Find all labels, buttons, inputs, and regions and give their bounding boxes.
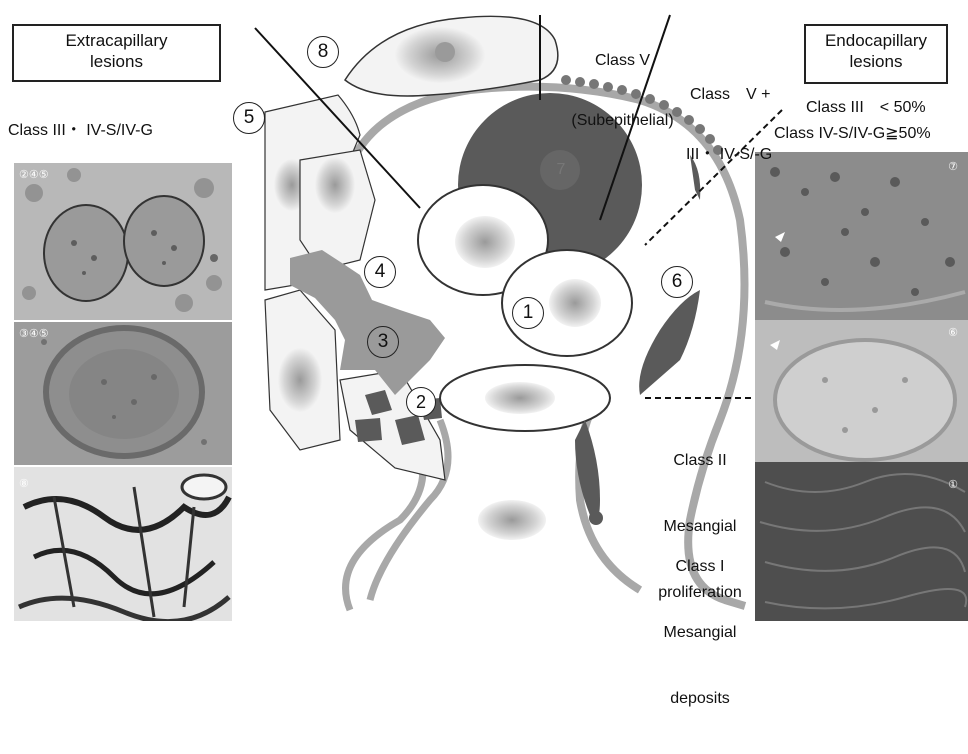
mesangial-nucleus-bottom bbox=[478, 500, 546, 540]
wall-deposit-6 bbox=[639, 290, 700, 395]
class-v-label: Class V (Subepithelial) bbox=[555, 11, 690, 171]
class-i-line2: Mesangial bbox=[640, 622, 760, 644]
marker-5: 5 bbox=[233, 102, 265, 134]
class-i-label: Class I Mesangial deposits bbox=[640, 512, 760, 754]
marker-4: 4 bbox=[364, 256, 396, 288]
glomerulus-schematic bbox=[0, 0, 968, 621]
marker-2: 2 bbox=[406, 387, 436, 417]
class-ii-line1: Class II bbox=[640, 450, 760, 472]
marker-6: 6 bbox=[661, 266, 693, 298]
lupus-nephritis-diagram: Extracapillary lesions Class III・ IV-S/I… bbox=[0, 0, 968, 621]
class-v-line1: Class V bbox=[555, 51, 690, 71]
class-v-combo-label: Class V + III・ IV-S/-G bbox=[686, 45, 772, 205]
class-i-line3: deposits bbox=[640, 688, 760, 710]
class-v-combo-line2: III・ IV-S/-G bbox=[686, 145, 772, 165]
marker-1: 1 bbox=[512, 297, 544, 329]
class-i-line1: Class I bbox=[640, 556, 760, 578]
marker-7: 7 bbox=[548, 157, 574, 183]
mesangial-deposit-dot bbox=[589, 511, 603, 525]
class-v-line2: (Subepithelial) bbox=[555, 111, 690, 131]
marker-3: 3 bbox=[367, 326, 399, 358]
marker-8: 8 bbox=[307, 36, 339, 68]
class-v-combo-line1: Class V + bbox=[686, 85, 772, 105]
